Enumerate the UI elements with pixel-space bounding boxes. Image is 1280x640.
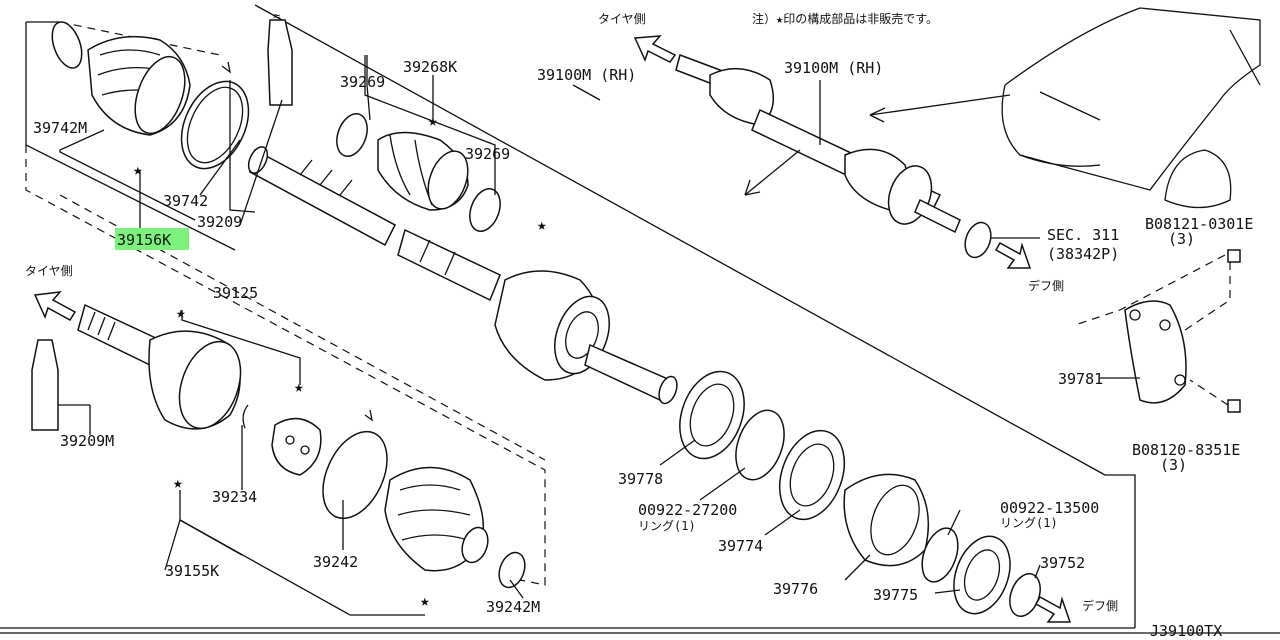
inner-boot-group [336, 113, 501, 232]
svg-text:★: ★ [133, 160, 143, 179]
svg-text:★: ★ [420, 591, 430, 610]
drive-shaft [247, 146, 501, 302]
tire-side-label-left: タイヤ側 [25, 264, 73, 278]
label-39742m: 39742M [33, 119, 87, 137]
tire-side-label-top: タイヤ側 [598, 12, 646, 26]
bearing-stack [679, 370, 1041, 617]
svg-text:★: ★ [294, 377, 304, 396]
label-39269-b: 39269 [465, 145, 510, 163]
assembly-frame [0, 4, 1280, 634]
label-39775: 39775 [873, 586, 918, 604]
label-bolt-08121-qty: (3) [1168, 230, 1195, 248]
label-39778: 39778 [618, 470, 663, 488]
label-bolt-08121: B08121-0301E [1145, 215, 1253, 233]
label-00922-27200: 00922-27200 [638, 501, 737, 519]
label-38342p: (38342P) [1047, 245, 1119, 263]
outer-joint-group [31, 303, 526, 589]
svg-text:★: ★ [173, 473, 183, 492]
non-sale-note: 注）★印の構成部品は非販売です。 [752, 11, 938, 26]
car-illustration [1001, 7, 1261, 209]
label-39774: 39774 [718, 537, 763, 555]
svg-text:★: ★ [176, 303, 186, 322]
label-ring-1: リング(1) [638, 519, 696, 533]
label-sec311: SEC. 311 [1047, 226, 1119, 244]
label-39155k: 39155K [165, 562, 219, 580]
svg-text:≈: ≈ [273, 9, 280, 23]
label-39242m: 39242M [486, 598, 540, 616]
label-39234: 39234 [212, 488, 257, 506]
label-39752: 39752 [1040, 554, 1085, 572]
label-39209m: 39209M [60, 432, 114, 450]
svg-text:★: ★ [537, 215, 547, 234]
direction-arrows [33, 35, 1072, 623]
svg-text:★: ★ [428, 111, 438, 130]
label-bolt-08120: B08120-8351E [1132, 441, 1240, 459]
label-ring-2: リング(1) [1000, 516, 1058, 530]
overview-shaft [675, 54, 992, 259]
label-bolt-08120-qty: (3) [1160, 456, 1187, 474]
inner-joint-housing [494, 270, 678, 405]
label-39269-a: 39269 [340, 73, 385, 91]
outer-boot-group: ≈ [51, 9, 293, 170]
label-39742: 39742 [163, 192, 208, 210]
diagram-code: J39100TX [1150, 622, 1222, 640]
part-labels: タイヤ側 注）★印の構成部品は非販売です。 タイヤ側 デフ側 デフ側 39742… [25, 11, 1253, 640]
label-39209: 39209 [197, 213, 242, 231]
label-39781: 39781 [1058, 370, 1103, 388]
label-39125: 39125 [213, 284, 258, 302]
selected-part-highlight [115, 228, 189, 250]
diff-side-label-upper: デフ側 [1028, 278, 1064, 293]
bracket-39781 [1074, 249, 1241, 413]
leader-lines [58, 55, 1140, 616]
label-39242: 39242 [313, 553, 358, 571]
diff-side-label-lower: デフ側 [1082, 598, 1118, 613]
label-00922-13500: 00922-13500 [1000, 499, 1099, 517]
label-39268k: 39268K [403, 58, 457, 76]
label-39100m-rh: 39100M (RH) [537, 66, 636, 84]
label-39776: 39776 [773, 580, 818, 598]
label-39100m-rh-overview: 39100M (RH) [784, 59, 883, 77]
label-39156k: 39156K [117, 231, 171, 249]
non-sale-stars: ★ ★ ★ ★ ★ ★ ★ [133, 111, 547, 610]
